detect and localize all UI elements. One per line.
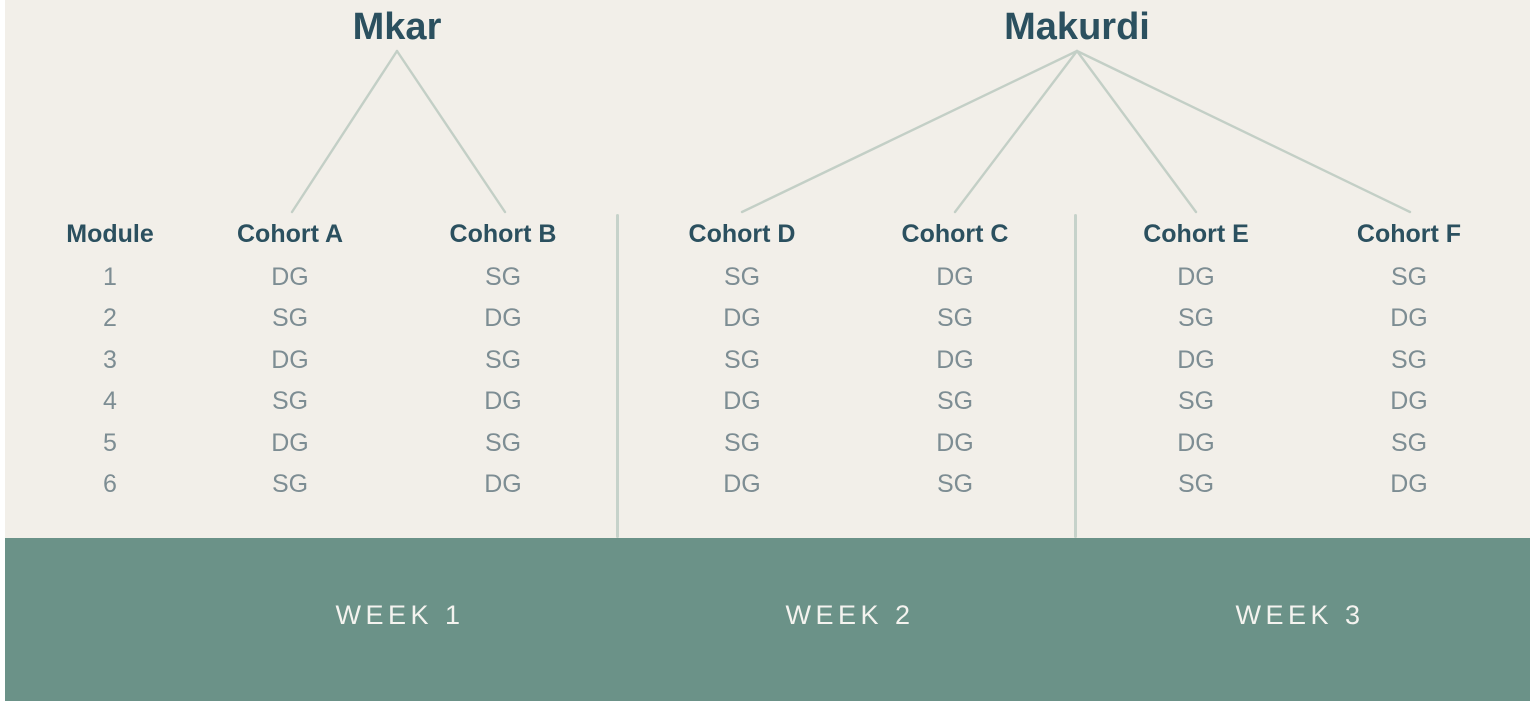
schedule-cell: DG	[484, 470, 522, 498]
schedule-cell: SG	[723, 346, 761, 374]
week-divider-2	[1074, 214, 1077, 538]
schedule-cell: SG	[936, 387, 974, 415]
schedule-cell: DG	[484, 304, 522, 332]
column-header-cohort-c: Cohort C	[901, 220, 1009, 248]
column-header-cohort-b: Cohort B	[449, 220, 557, 248]
connector-mkar-cohort-b	[395, 49, 507, 214]
column-header-cohort-f: Cohort F	[1356, 220, 1462, 248]
schedule-cell: SG	[1390, 429, 1428, 457]
schedule-cell: DG	[271, 429, 309, 457]
site-title-mkar: Mkar	[352, 6, 442, 48]
connector-makurdi-cohort-c	[953, 49, 1079, 214]
schedule-cell: SG	[484, 429, 522, 457]
schedule-cell: SG	[1390, 263, 1428, 291]
schedule-cell: DG	[936, 346, 974, 374]
schedule-cell: DG	[271, 346, 309, 374]
week-band	[5, 538, 1530, 701]
schedule-cell: DG	[271, 263, 309, 291]
week-label-1: WEEK 1	[335, 600, 465, 630]
schedule-cell: DG	[723, 470, 761, 498]
module-number: 3	[103, 346, 117, 374]
module-number: 1	[103, 263, 117, 291]
connector-lines	[290, 49, 1412, 214]
schedule-cell: SG	[484, 263, 522, 291]
schedule-cell: DG	[723, 387, 761, 415]
connector-makurdi-cohort-d	[740, 49, 1079, 214]
week-label-2: WEEK 2	[785, 600, 915, 630]
schedule-cell: SG	[271, 304, 309, 332]
schedule-cell: DG	[1177, 263, 1215, 291]
site-title-makurdi: Makurdi	[1004, 6, 1150, 48]
schedule-cell: SG	[271, 387, 309, 415]
schedule-cell: SG	[1177, 387, 1215, 415]
connector-mkar-cohort-a	[290, 49, 399, 214]
schedule-cell: DG	[936, 429, 974, 457]
module-number: 6	[103, 470, 117, 498]
schedule-cell: DG	[484, 387, 522, 415]
schedule-cell: DG	[1177, 429, 1215, 457]
column-header-cohort-e: Cohort E	[1143, 220, 1249, 248]
schedule-panel	[5, 0, 1530, 538]
module-number: 5	[103, 429, 117, 457]
schedule-cell: DG	[936, 263, 974, 291]
schedule-cell: SG	[723, 429, 761, 457]
schedule-cell: DG	[1390, 387, 1428, 415]
schedule-cell: SG	[936, 470, 974, 498]
column-header-cohort-d: Cohort D	[688, 220, 796, 248]
schedule-cell: SG	[1177, 304, 1215, 332]
module-number: 4	[103, 387, 117, 415]
column-header-cohort-a: Cohort A	[237, 220, 343, 248]
schedule-cell: SG	[936, 304, 974, 332]
week-divider-1	[616, 214, 619, 538]
schedule-cell: DG	[1390, 304, 1428, 332]
column-header-module: Module	[66, 220, 154, 248]
module-number: 2	[103, 304, 117, 332]
schedule-cell: SG	[484, 346, 522, 374]
schedule-cell: DG	[1390, 470, 1428, 498]
connector-makurdi-cohort-e	[1075, 49, 1198, 214]
schedule-cell: SG	[723, 263, 761, 291]
schedule-cell: SG	[271, 470, 309, 498]
schedule-cell: DG	[1177, 346, 1215, 374]
week-label-3: WEEK 3	[1235, 600, 1365, 630]
schedule-cell: SG	[1390, 346, 1428, 374]
connector-makurdi-cohort-f	[1075, 49, 1412, 214]
schedule-cell: DG	[723, 304, 761, 332]
schedule-cell: SG	[1177, 470, 1215, 498]
